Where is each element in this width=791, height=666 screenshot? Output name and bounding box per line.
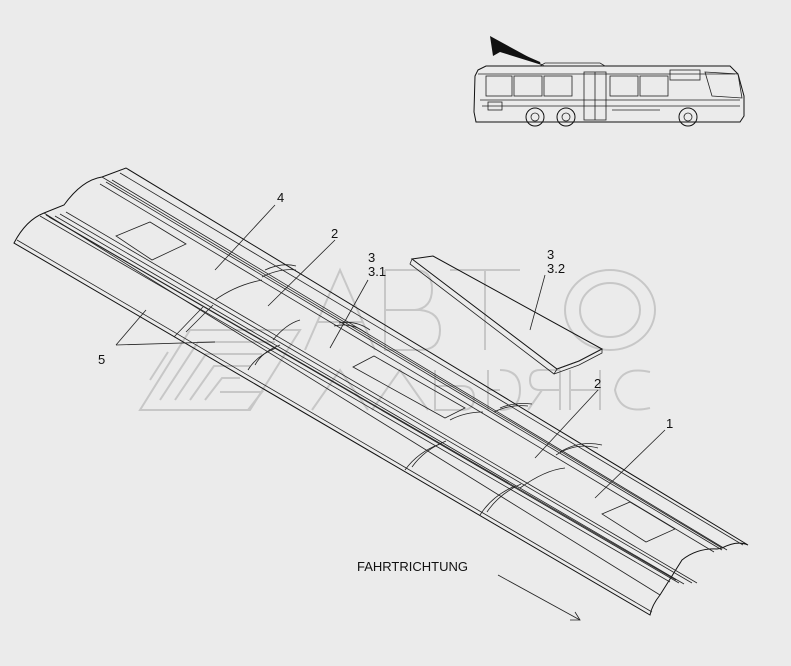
pointer-arrow-icon bbox=[490, 36, 545, 66]
inner-rail bbox=[99, 179, 728, 553]
label-part-5: 5 bbox=[98, 352, 105, 367]
direction-arrow-icon bbox=[497, 574, 581, 621]
label-part-3-left: 3 bbox=[368, 250, 375, 265]
bus-icon bbox=[473, 62, 745, 127]
roof-panel bbox=[13, 167, 749, 616]
panel-cutouts bbox=[115, 221, 676, 543]
leader-lines bbox=[115, 204, 666, 499]
cover-plate bbox=[409, 255, 604, 375]
center-rail bbox=[39, 211, 698, 585]
label-part-2-right: 2 bbox=[594, 376, 601, 391]
label-part-3-2: 3.2 bbox=[547, 261, 565, 276]
label-part-3-right: 3 bbox=[547, 247, 554, 262]
direction-label: FAHRTRICHTUNG bbox=[357, 559, 468, 574]
label-part-3-1: 3.1 bbox=[368, 264, 386, 279]
part-labels: 4 2 3 3.1 3 3.2 2 1 5 bbox=[98, 190, 673, 431]
avto-alyans-logo bbox=[138, 267, 656, 411]
label-part-4: 4 bbox=[277, 190, 284, 205]
label-part-1: 1 bbox=[666, 416, 673, 431]
segment-joints bbox=[173, 264, 603, 516]
label-part-2-left: 2 bbox=[331, 226, 338, 241]
bus-wheels bbox=[525, 107, 698, 127]
